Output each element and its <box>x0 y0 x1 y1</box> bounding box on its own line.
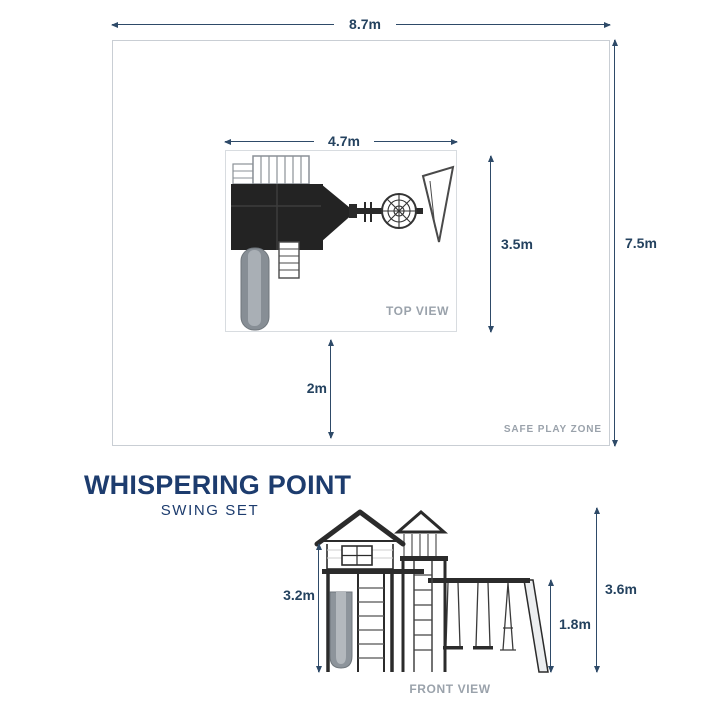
playset-depth-dimension-line <box>488 155 495 333</box>
front-view-caption: FRONT VIEW <box>409 682 491 696</box>
playset-depth-dimension-label: 3.5m <box>498 235 536 253</box>
zone-width-dimension-label: 8.7m <box>334 15 396 33</box>
top-slide <box>240 247 270 331</box>
zone-height-dimension-line <box>612 39 619 447</box>
house-height-dimension-label: 3.2m <box>270 586 318 604</box>
total-height-dimension-label: 3.6m <box>602 580 640 598</box>
product-subtitle: SWING SET <box>160 502 260 519</box>
top-ladder <box>278 241 300 279</box>
top-main-roof <box>231 184 355 250</box>
top-aframe <box>421 165 455 243</box>
top-view-drawing <box>231 155 455 331</box>
clearance-dimension-line <box>328 339 335 439</box>
front-swing-beam <box>428 578 530 583</box>
front-view-drawing <box>314 509 549 673</box>
house-height-dimension-line <box>316 543 323 673</box>
top-view-caption: TOP VIEW <box>385 304 449 318</box>
swing-height-dimension-line <box>548 579 555 673</box>
front-aframe-leg <box>523 579 549 673</box>
clearance-dimension-label: 2m <box>296 379 330 397</box>
top-monkey-bars <box>252 155 310 185</box>
top-steps <box>232 163 254 185</box>
safe-play-zone-caption: SAFE PLAY ZONE <box>503 424 602 435</box>
product-title: WHISPERING POINT <box>84 470 352 500</box>
total-height-dimension-line <box>594 507 601 673</box>
front-slide <box>329 591 353 669</box>
swing-height-dimension-label: 1.8m <box>556 615 594 633</box>
playset-width-dimension-label: 4.7m <box>314 132 374 150</box>
front-glider <box>500 582 516 651</box>
front-swing-2 <box>473 582 493 650</box>
top-web-swing <box>381 193 417 229</box>
front-house <box>314 509 424 672</box>
zone-height-dimension-label: 7.5m <box>622 234 660 252</box>
front-tower <box>393 510 449 672</box>
